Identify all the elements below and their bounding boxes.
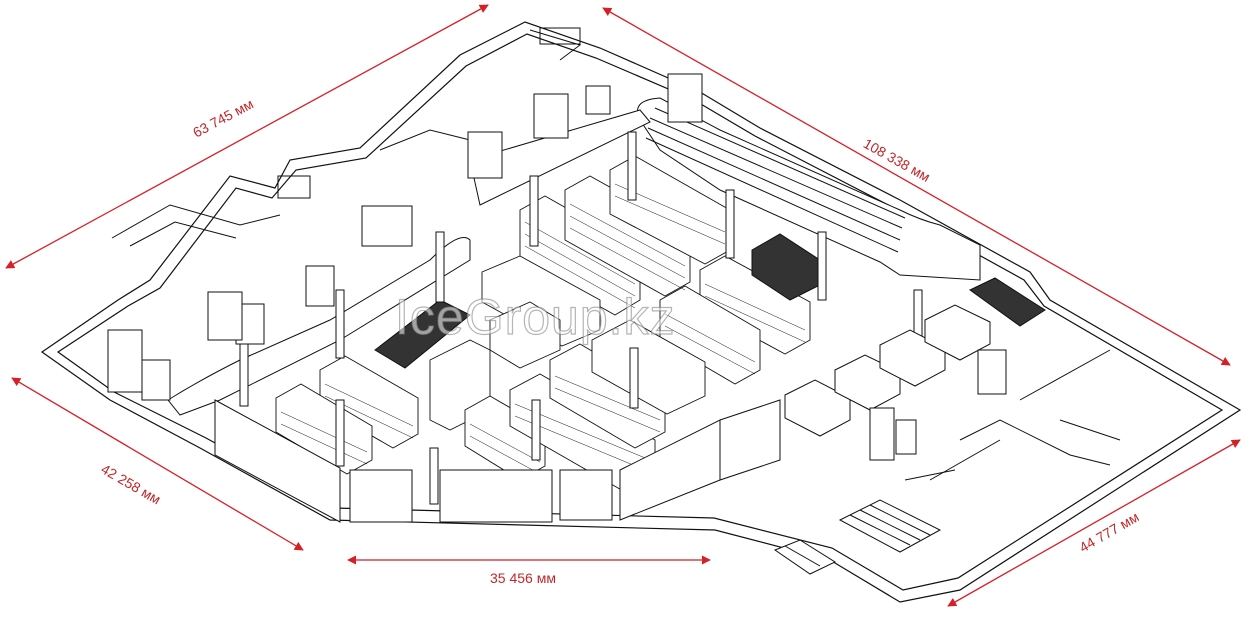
- dimension-line-bottom-right: [947, 439, 1241, 607]
- dimension-line-bottom-left: [11, 377, 304, 551]
- checkout-counters: [784, 304, 1007, 461]
- watermark: IceGroup.kz: [394, 288, 676, 345]
- dimension-line-top-right: [602, 7, 1231, 366]
- outer-wall: [40, 21, 1242, 603]
- columns: [239, 131, 923, 505]
- building-walls: [40, 21, 1242, 603]
- front-freezers: [214, 399, 781, 523]
- dimension-lines: [5, 4, 1241, 607]
- dimension-label-bottom-center: 35 456 мм: [490, 570, 556, 586]
- entrance-mat: [773, 499, 942, 575]
- produce-tables: [374, 233, 1046, 369]
- dimension-line-top-left: [5, 4, 489, 269]
- partitions: [111, 27, 1121, 481]
- inner-wall: [56, 33, 1224, 591]
- back-equipment: [107, 73, 703, 401]
